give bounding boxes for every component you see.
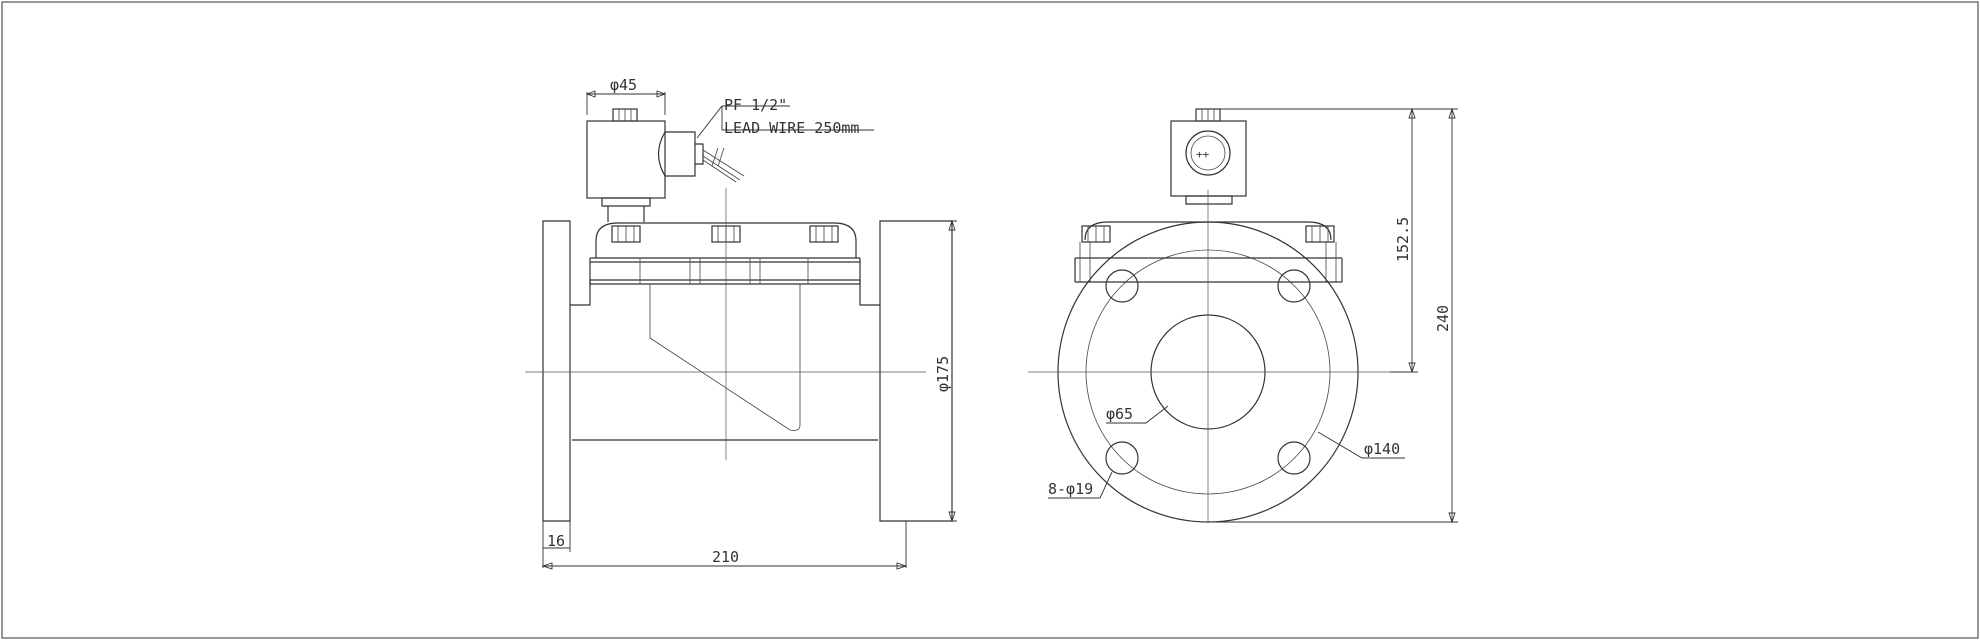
front-view: φ45 PF 1/2" LEAD WIRE 250mm 16 210 φ175	[525, 76, 957, 570]
overall-length-label: 210	[712, 548, 739, 566]
coil-diameter-label: φ45	[610, 76, 637, 94]
thread-label: PF 1/2"	[724, 96, 787, 114]
lead-wire-label: LEAD WIRE 250mm	[724, 119, 859, 137]
flange-thickness-label: 16	[547, 532, 565, 550]
coil	[586, 120, 666, 199]
body-pipe	[570, 280, 880, 441]
cover-bolts	[611, 225, 839, 243]
bolt-holes-label: 8-φ19	[1048, 480, 1093, 498]
height-to-center-label: 152.5	[1394, 217, 1412, 262]
internal-partition	[649, 284, 801, 431]
valve-cover	[590, 257, 860, 285]
bolt-holes	[1105, 269, 1311, 475]
left-flange	[542, 220, 571, 522]
flange-diameter-label: φ175	[934, 356, 952, 392]
svg-text:++: ++	[1196, 148, 1210, 161]
bolt-circle-label: φ140	[1364, 440, 1400, 458]
connector	[657, 131, 696, 177]
side-view: ++ 152.5 240 φ65 φ140 8-φ19	[1028, 107, 1458, 524]
total-height-label: 240	[1434, 305, 1452, 332]
bore-diameter-label: φ65	[1106, 405, 1133, 423]
connector-face	[1185, 130, 1231, 176]
